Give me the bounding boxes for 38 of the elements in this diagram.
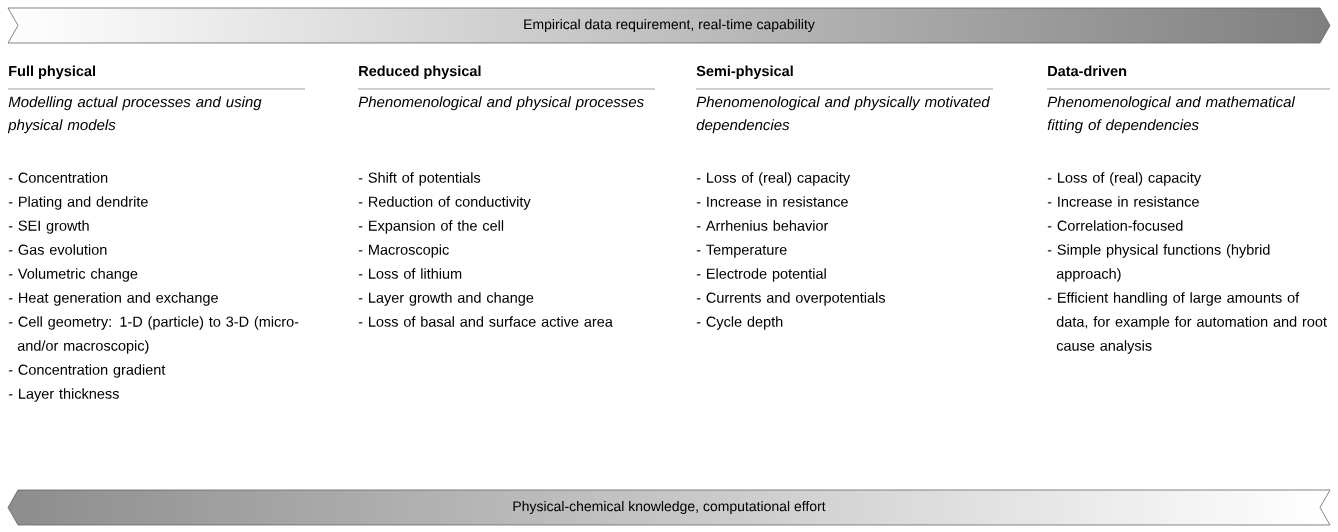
list-item: - Heat generation and exchange	[8, 292, 218, 306]
column-heading: Full physical	[9, 65, 95, 79]
column-heading: Reduced physical	[359, 65, 481, 79]
list-item: - Shift of potentials	[358, 172, 481, 186]
list-item: - Plating and dendrite	[8, 196, 148, 210]
list-item: - Increase in resistance	[696, 196, 848, 207]
subtitle: Modelling actual processes and using physical models	[7, 96, 262, 134]
list-item: - Simple physical functions (hybrid approach)	[1047, 244, 1270, 282]
arrow-band: Empirical data requirement, real-time capability	[7, 7, 1331, 44]
list-item: - Loss of basal and surface active area	[358, 316, 613, 327]
list-item: - Concentration	[8, 172, 108, 183]
column-heading: Data-driven	[1048, 65, 1127, 77]
list-item: - Gas evolution	[8, 244, 107, 255]
list-item: - Temperature	[696, 244, 787, 258]
list-item: - Currents and overpotentials	[696, 292, 886, 306]
list-item: - Electrode potential	[696, 268, 826, 282]
list-item: - Macroscopic	[358, 244, 449, 258]
list-item: - Loss of (real) capacity	[696, 172, 851, 186]
list-item: - Cycle depth	[696, 316, 783, 330]
list-item: - Layer growth and change	[358, 292, 534, 306]
subtitle: Phenomenological and physical processes	[358, 96, 644, 111]
list-item: - Volumetric change	[8, 268, 138, 282]
list-item: - Increase in resistance	[1047, 196, 1199, 207]
list-item: - Concentration gradient	[8, 364, 166, 378]
arrow-band: Physical-chemical knowledge, computational effort	[7, 489, 1331, 526]
list-item: - Loss of (real) capacity	[1047, 172, 1202, 186]
list-item: - SEI growth	[8, 220, 89, 234]
list-item: - Expansion of the cell	[358, 220, 504, 234]
column-heading: Semi-physical	[696, 65, 793, 79]
list-item: - Layer thickness	[8, 388, 119, 402]
list-item: - Cell geometry: 1-D (particle) to 3-D (micro- and/or macroscopic)	[8, 316, 299, 354]
list-item: - Arrhenius behavior	[696, 220, 829, 231]
list-item: - Efficient handling of large amounts of data, for example for automation and root cause analysis	[1047, 292, 1327, 354]
list-item: - Loss of lithium	[358, 268, 462, 279]
subtitle: Phenomenological and physically motivated dependencies	[696, 96, 991, 134]
list-item: - Correlation-focused	[1047, 220, 1183, 231]
list-item: - Reduction of conductivity	[358, 196, 531, 210]
subtitle: Phenomenological and mathematical fitting of dependencies	[1047, 96, 1296, 134]
